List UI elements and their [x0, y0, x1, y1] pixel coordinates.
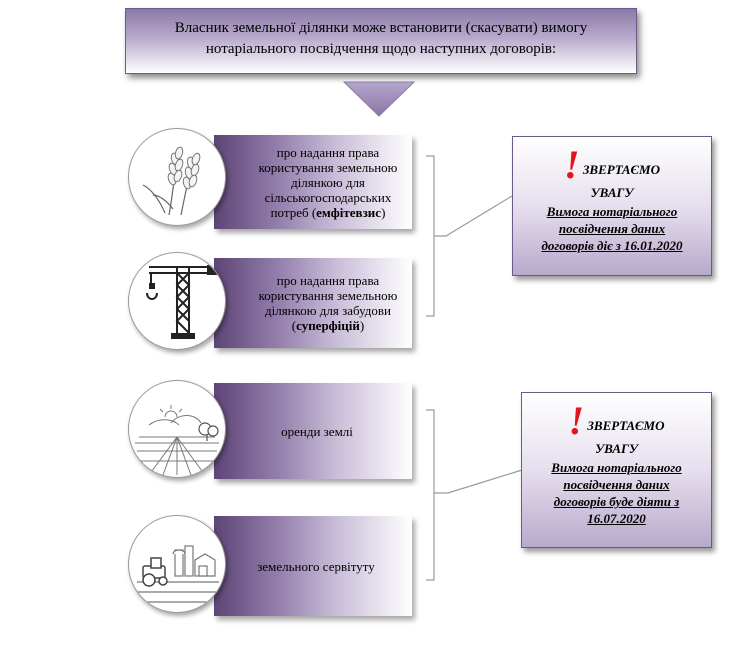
notice-1-req-1: Вимога нотаріального: [546, 204, 678, 219]
notice-2-req-4: 16.07.2020: [587, 511, 646, 526]
item-emphyteusis: про надання права користування земельною…: [214, 135, 412, 229]
notice-box-2: ! ЗВЕРТАЄМО УВАГУ Вимога нотаріального п…: [521, 392, 712, 548]
item-3-text: оренди землі: [281, 423, 353, 439]
item-1-line-4: сільськогосподарських: [264, 189, 392, 205]
header-box: Власник земельної ділянки може встановит…: [125, 8, 637, 74]
crane-icon: [128, 252, 226, 350]
item-1-bold: емфітевзис: [316, 204, 382, 220]
item-2-bold: суперфіцій: [296, 318, 360, 333]
notice-1-req-2: посвідчення даних: [558, 221, 666, 236]
notice-2-attn-2: УВАГУ: [595, 441, 638, 456]
item-1-line-6: ): [381, 204, 386, 220]
notice-2-req-1: Вимога нотаріального: [551, 460, 682, 475]
item-land-servitude: земельного сервітуту: [214, 516, 412, 616]
item-4-text: земельного сервітуту: [257, 558, 375, 574]
item-1-line-3: ділянкою для: [291, 174, 365, 190]
item-land-lease: оренди землі: [214, 383, 412, 479]
field-landscape-icon: [128, 380, 226, 478]
down-arrow-icon: [343, 81, 415, 117]
item-1-line-1: про надання права: [276, 144, 380, 160]
item-2-line-5: (: [291, 318, 297, 333]
notice-2-req-2: посвідчення даних: [563, 477, 670, 492]
notice-2-attn-1: ЗВЕРТАЄМО: [587, 418, 665, 433]
item-2-line-1: про надання права: [276, 273, 380, 288]
notice-1-attn-2: УВАГУ: [590, 185, 634, 200]
item-1-line-5: потреб (: [270, 204, 317, 220]
farm-tractor-icon: [128, 515, 226, 613]
notice-1-attn-1: ЗВЕРТАЄМО: [582, 162, 660, 177]
item-2-line-3: ділянкою для забудови: [264, 303, 391, 318]
exclamation-icon: !: [568, 398, 585, 443]
wheat-icon: [128, 128, 226, 226]
item-superficies: про надання права користування земельною…: [214, 258, 412, 348]
header-line-2: нотаріального посвідчення щодо наступних…: [205, 41, 557, 57]
exclamation-icon: !: [563, 142, 580, 187]
item-2-line-2: користування земельною: [258, 288, 398, 303]
notice-2-req-3: договорів буде діяти з: [553, 494, 680, 509]
item-2-line-6: ): [359, 318, 365, 333]
notice-box-1: ! ЗВЕРТАЄМО УВАГУ Вимога нотаріального п…: [512, 136, 712, 276]
notice-1-req-3: договорів діє з 16.01.2020: [541, 238, 683, 253]
header-line-1: Власник земельної ділянки може встановит…: [174, 20, 588, 36]
item-1-line-2: користування земельною: [258, 159, 398, 175]
